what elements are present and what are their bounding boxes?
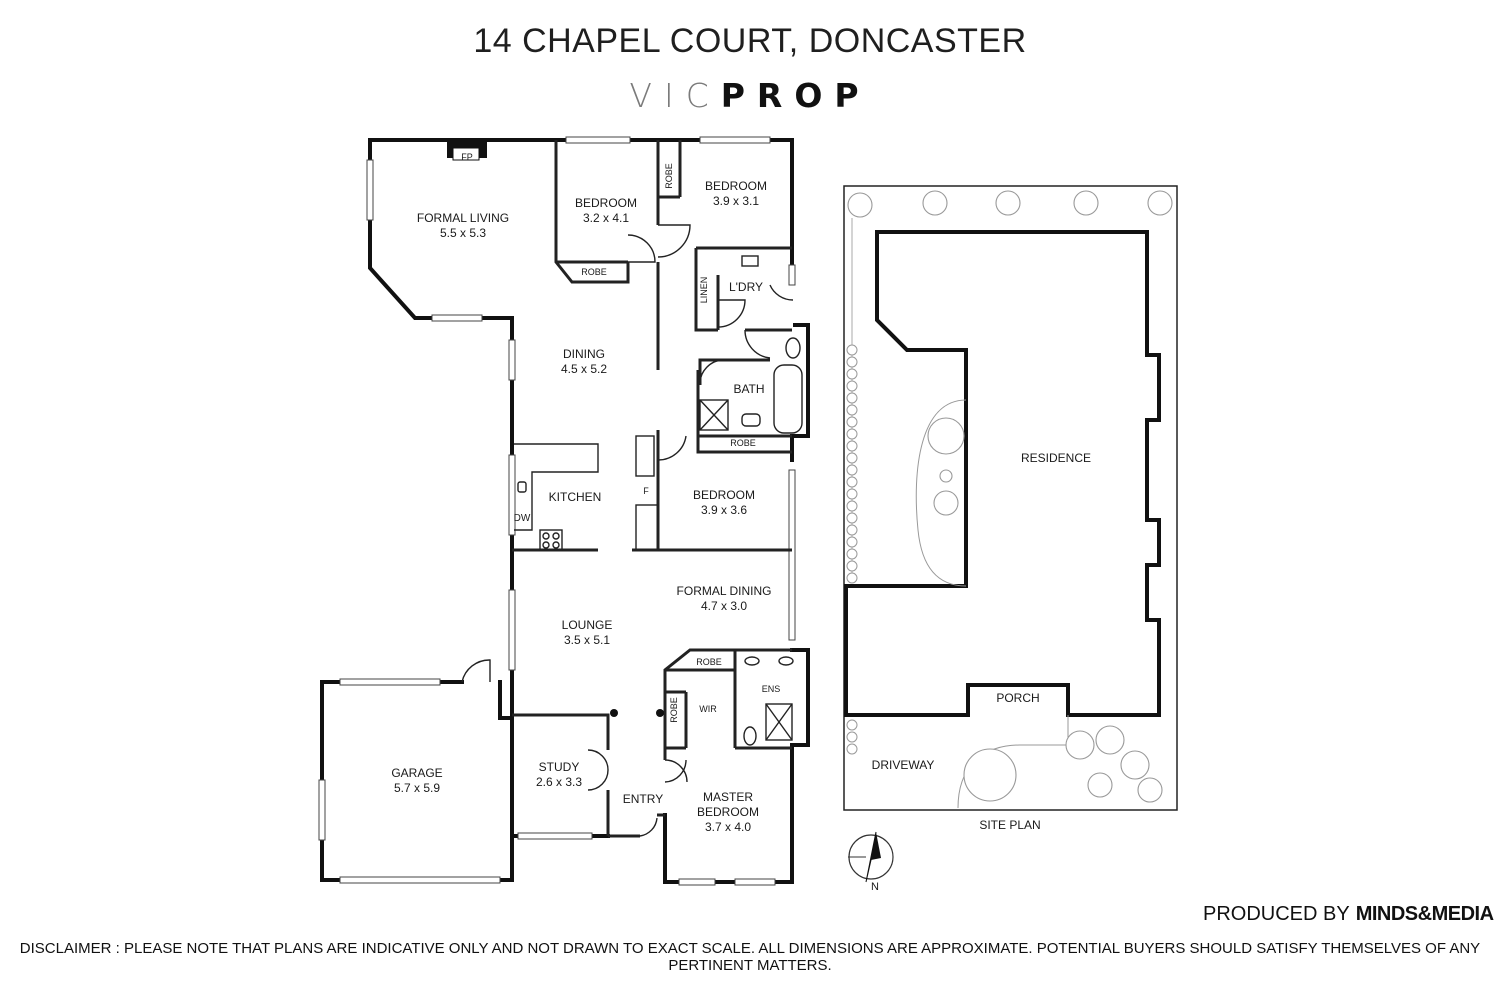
doors xyxy=(461,224,794,837)
room-dims-lounge: 3.5 x 5.1 xyxy=(564,633,610,647)
room-dims-formal-living: 5.5 x 5.3 xyxy=(440,226,486,240)
north-arrow-icon: N xyxy=(848,831,894,893)
hedge xyxy=(846,344,858,755)
label-linen: LINEN xyxy=(699,277,709,304)
room-dims-formal-dining: 4.7 x 3.0 xyxy=(701,599,747,613)
label-robe-bath: ROBE xyxy=(730,438,756,448)
room-labels: FORMAL LIVING 5.5 x 5.3 BEDROOM 3.2 x 4.… xyxy=(391,179,771,834)
label-fridge: F xyxy=(643,486,649,496)
room-dims-dining: 4.5 x 5.2 xyxy=(561,362,607,376)
vicprop-logo: VICPROP xyxy=(0,76,1500,115)
room-dims-bedroom-3: 3.9 x 3.6 xyxy=(701,503,747,517)
room-name-lounge: LOUNGE xyxy=(562,618,613,632)
room-dims-garage: 5.7 x 5.9 xyxy=(394,781,440,795)
property-address: 14 CHAPEL COURT, DONCASTER xyxy=(473,22,1027,60)
room-dims-study: 2.6 x 3.3 xyxy=(536,775,582,789)
small-labels: FP ROBE ROBE LINEN L'DRY BATH ROBE F DW … xyxy=(461,152,780,806)
label-dishwasher: DW xyxy=(514,513,531,524)
site-residence-label: RESIDENCE xyxy=(1021,451,1091,465)
room-name-bedroom-2: BEDROOM xyxy=(705,179,767,193)
room-name-master-bedroom-1: MASTER xyxy=(703,790,753,804)
room-name-master-bedroom-2: BEDROOM xyxy=(697,805,759,819)
room-name-bedroom-1: BEDROOM xyxy=(575,196,637,210)
site-driveway-label: DRIVEWAY xyxy=(872,758,935,772)
label-ensuite: ENS xyxy=(762,684,781,694)
label-fp: FP xyxy=(461,152,473,162)
room-name-formal-dining: FORMAL DINING xyxy=(677,584,772,598)
label-bath: BATH xyxy=(733,382,764,396)
room-name-garage: GARAGE xyxy=(391,766,442,780)
room-name-formal-living: FORMAL LIVING xyxy=(417,211,509,225)
disclaimer: DISCLAIMER : PLEASE NOTE THAT PLANS ARE … xyxy=(19,940,1481,974)
room-name-kitchen: KITCHEN xyxy=(549,490,602,504)
label-wir: WIR xyxy=(699,704,717,714)
fixtures xyxy=(447,140,803,746)
windows xyxy=(318,136,796,886)
room-dims-bedroom-1: 3.2 x 4.1 xyxy=(583,211,629,225)
produced-by-label: PRODUCED BY xyxy=(1203,903,1350,925)
site-plan: RESIDENCE PORCH DRIVEWAY SITE PLAN xyxy=(843,185,1178,832)
logo-light-part: VIC xyxy=(629,76,721,115)
site-boundary xyxy=(843,185,1178,811)
room-name-bedroom-3: BEDROOM xyxy=(693,488,755,502)
label-entry: ENTRY xyxy=(623,792,663,806)
room-name-study: STUDY xyxy=(539,760,580,774)
north-label: N xyxy=(871,881,879,893)
label-robe-bed2: ROBE xyxy=(664,163,674,189)
minds-media-logo: MINDS&MEDIA xyxy=(1355,903,1494,925)
site-porch-label: PORCH xyxy=(996,691,1039,705)
label-robe-bed1: ROBE xyxy=(581,267,607,277)
room-name-dining: DINING xyxy=(563,347,605,361)
room-dims-master-bedroom: 3.7 x 4.0 xyxy=(705,820,751,834)
site-plan-caption: SITE PLAN xyxy=(979,818,1040,832)
label-robe-master-top: ROBE xyxy=(696,657,722,667)
label-laundry: L'DRY xyxy=(729,280,763,294)
room-dims-bedroom-2: 3.9 x 3.1 xyxy=(713,194,759,208)
label-robe-master-side: ROBE xyxy=(669,697,679,723)
logo-bold-part: PROP xyxy=(720,76,871,115)
